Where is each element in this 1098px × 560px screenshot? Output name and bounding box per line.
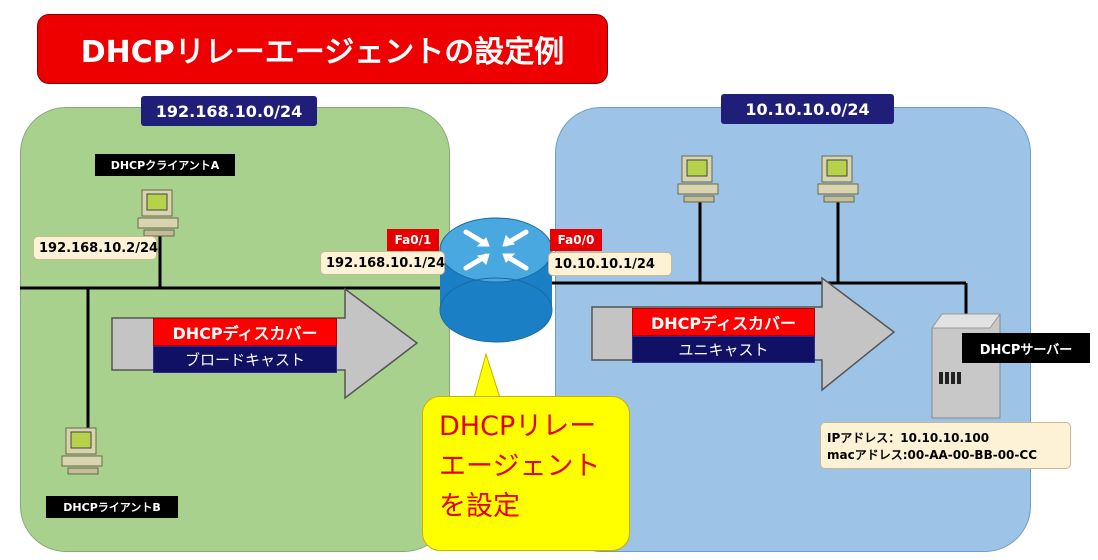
note-pointer [473,352,501,399]
server-label: DHCPサーバー [962,333,1090,363]
note-line-2: エージェント [439,451,601,482]
client-a-ip: 192.168.10.2/24 [33,236,158,260]
left-cast-label: ブロードキャスト [153,346,337,373]
left-network-label: 192.168.10.0/24 [141,96,317,126]
pc-icon [61,427,103,475]
left-discover-label: DHCPディスカバー [153,318,337,346]
router-ip-right: 10.10.10.1/24 [548,252,672,276]
router-if-left: Fa0/1 [387,229,439,251]
right-network-label: 10.10.10.0/24 [721,94,894,124]
server-icon [931,313,1001,419]
server-mac: macアドレス:00-AA-00-BB-00-CC [827,447,1037,462]
pc-icon [817,155,859,203]
server-info: IPアドレス：10.10.10.100 macアドレス:00-AA-00-BB-… [820,422,1071,469]
right-discover-label: DHCPディスカバー [632,308,815,336]
server-ip: IPアドレス：10.10.10.100 [827,430,990,445]
router-icon [439,217,553,343]
client-a-label: DHCPクライアントA [95,154,235,176]
right-cast-label: ユニキャスト [632,336,815,363]
pc-icon [677,155,719,203]
relay-agent-note: DHCPリレー エージェント を設定 [422,396,630,551]
pc-icon [137,189,179,237]
note-line-3: を設定 [439,491,520,522]
client-b-label: DHCPライアントB [46,496,178,518]
note-line-1: DHCPリレー [439,411,597,442]
router-if-right: Fa0/0 [550,229,602,251]
router-ip-left: 192.168.10.1/24 [320,251,445,275]
page-title: DHCPリレーエージェントの設定例 [37,14,608,84]
